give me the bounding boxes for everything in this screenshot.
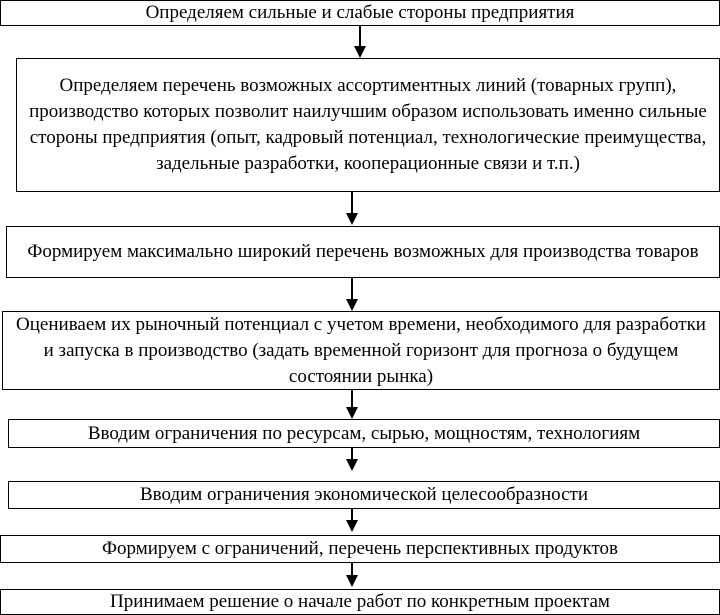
arrow-6-head — [346, 520, 358, 532]
step-8-box: Принимаем решение о начале работ по конк… — [0, 589, 720, 615]
step-8-text: Принимаем решение о начале работ по конк… — [110, 591, 610, 612]
arrow-1-head — [354, 46, 366, 58]
step-1-text: Определяем сильные и слабые стороны пред… — [145, 2, 575, 23]
step-6-text: Вводим ограничения экономической целесоо… — [139, 484, 589, 505]
step-2-box: Определяем перечень возможных ассортимен… — [16, 58, 720, 192]
arrow-4-head — [346, 407, 358, 419]
step-7-box: Формируем с ограничений, перечень перспе… — [0, 535, 720, 563]
arrow-7-head — [346, 575, 358, 587]
step-3-box: Формируем максимально широкий перечень в… — [6, 226, 720, 278]
step-5-text: Вводим ограничения по ресурсам, сырью, м… — [87, 422, 641, 444]
arrow-5-head — [346, 459, 358, 471]
arrow-3-head — [346, 299, 358, 311]
step-1-box: Определяем сильные и слабые стороны пред… — [0, 0, 720, 26]
step-4-text: Оцениваем их рыночный потенциал с учетом… — [16, 313, 706, 387]
step-5-box: Вводим ограничения по ресурсам, сырью, м… — [8, 419, 720, 448]
step-4-box: Оцениваем их рыночный потенциал с учетом… — [2, 311, 720, 390]
arrow-2-head — [346, 213, 358, 225]
step-3-text: Формируем максимально широкий перечень в… — [27, 241, 699, 262]
step-2-text: Определяем перечень возможных ассортимен… — [29, 75, 707, 174]
step-7-text: Формируем с ограничений, перечень перспе… — [101, 538, 619, 559]
step-6-box: Вводим ограничения экономической целесоо… — [8, 481, 720, 509]
